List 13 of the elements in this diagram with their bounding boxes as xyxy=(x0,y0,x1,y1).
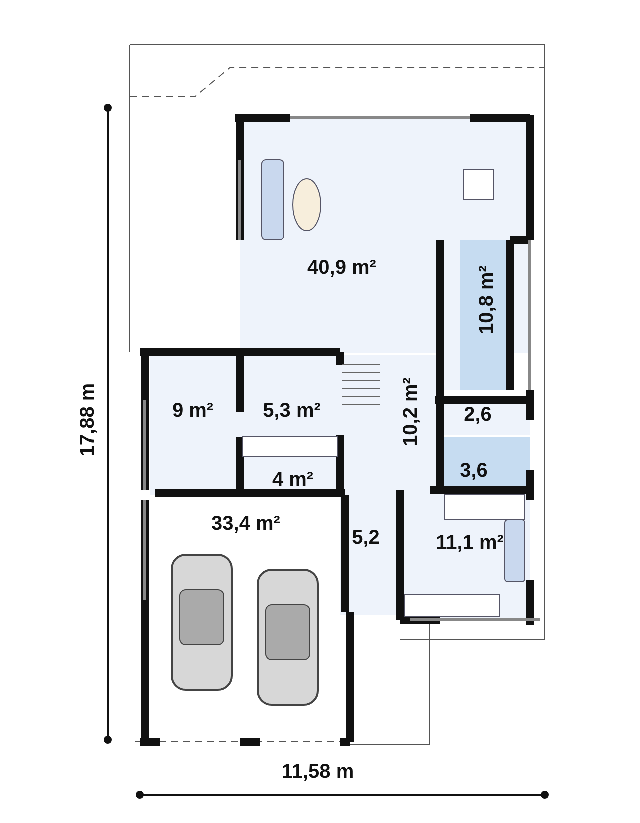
room-area-label: 5,2 xyxy=(352,528,380,548)
dimension-label: 11,58 m xyxy=(282,762,354,782)
room-area-label: 11,1 m² xyxy=(436,533,504,553)
room-area-label: 10,8 m² xyxy=(477,266,497,334)
room-area-label: 4 m² xyxy=(272,470,314,490)
room-area-label: 5,3 m² xyxy=(263,401,321,421)
room-area-label: 10,2 m² xyxy=(401,378,421,446)
room-area-label: 2,6 xyxy=(464,405,492,425)
room-area-label: 40,9 m² xyxy=(308,258,376,278)
dimension-label: 17,88 m xyxy=(78,383,98,457)
room-area-label: 9 m² xyxy=(172,401,214,421)
room-area-label: 3,6 xyxy=(460,461,488,481)
room-area-label: 33,4 m² xyxy=(212,514,280,534)
